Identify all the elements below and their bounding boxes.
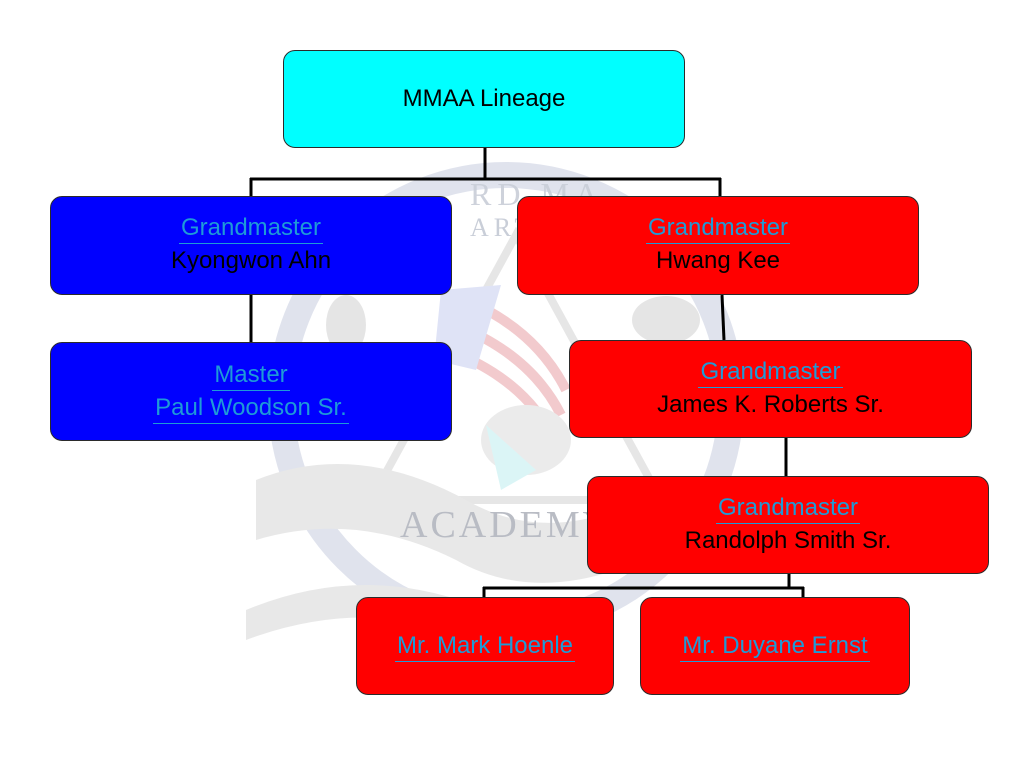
- node-hwang-kee: Grandmaster Hwang Kee: [517, 196, 919, 295]
- root-title: MMAA Lineage: [402, 85, 566, 112]
- node-paul-woodson: Master Paul Woodson Sr.: [50, 342, 452, 441]
- node-kyongwon-ahn: Grandmaster Kyongwon Ahn: [50, 196, 452, 295]
- node-mark-hoenle: Mr. Mark Hoenle: [356, 597, 614, 695]
- roberts-name: James K. Roberts Sr.: [657, 390, 884, 418]
- kee-rank-link[interactable]: Grandmaster: [645, 213, 791, 244]
- smith-rank-link[interactable]: Grandmaster: [715, 493, 861, 524]
- fighter-silhouette-left: [326, 295, 366, 355]
- eagle-beak: [486, 425, 536, 490]
- edge-kee-roberts: [720, 294, 726, 341]
- ahn-rank-link[interactable]: Grandmaster: [178, 213, 324, 244]
- fighter-silhouette-right: [632, 296, 700, 344]
- ernst-name-link[interactable]: Mr. Duyane Ernst: [680, 631, 870, 662]
- smith-name: Randolph Smith Sr.: [684, 526, 892, 554]
- node-mmaa-lineage: MMAA Lineage: [283, 50, 685, 148]
- kee-name: Hwang Kee: [655, 247, 781, 274]
- node-james-roberts: Grandmaster James K. Roberts Sr.: [569, 340, 972, 438]
- watermark-text-academy: ACADEMY: [400, 504, 614, 546]
- roberts-rank-link[interactable]: Grandmaster: [698, 357, 843, 388]
- node-duyane-ernst: Mr. Duyane Ernst: [640, 597, 910, 695]
- ahn-name: Kyongwon Ahn: [170, 247, 332, 274]
- woodson-rank-link[interactable]: Master: [212, 360, 290, 391]
- woodson-name-link[interactable]: Paul Woodson Sr.: [153, 393, 349, 424]
- hoenle-name-link[interactable]: Mr. Mark Hoenle: [394, 631, 576, 662]
- node-randolph-smith: Grandmaster Randolph Smith Sr.: [587, 476, 989, 574]
